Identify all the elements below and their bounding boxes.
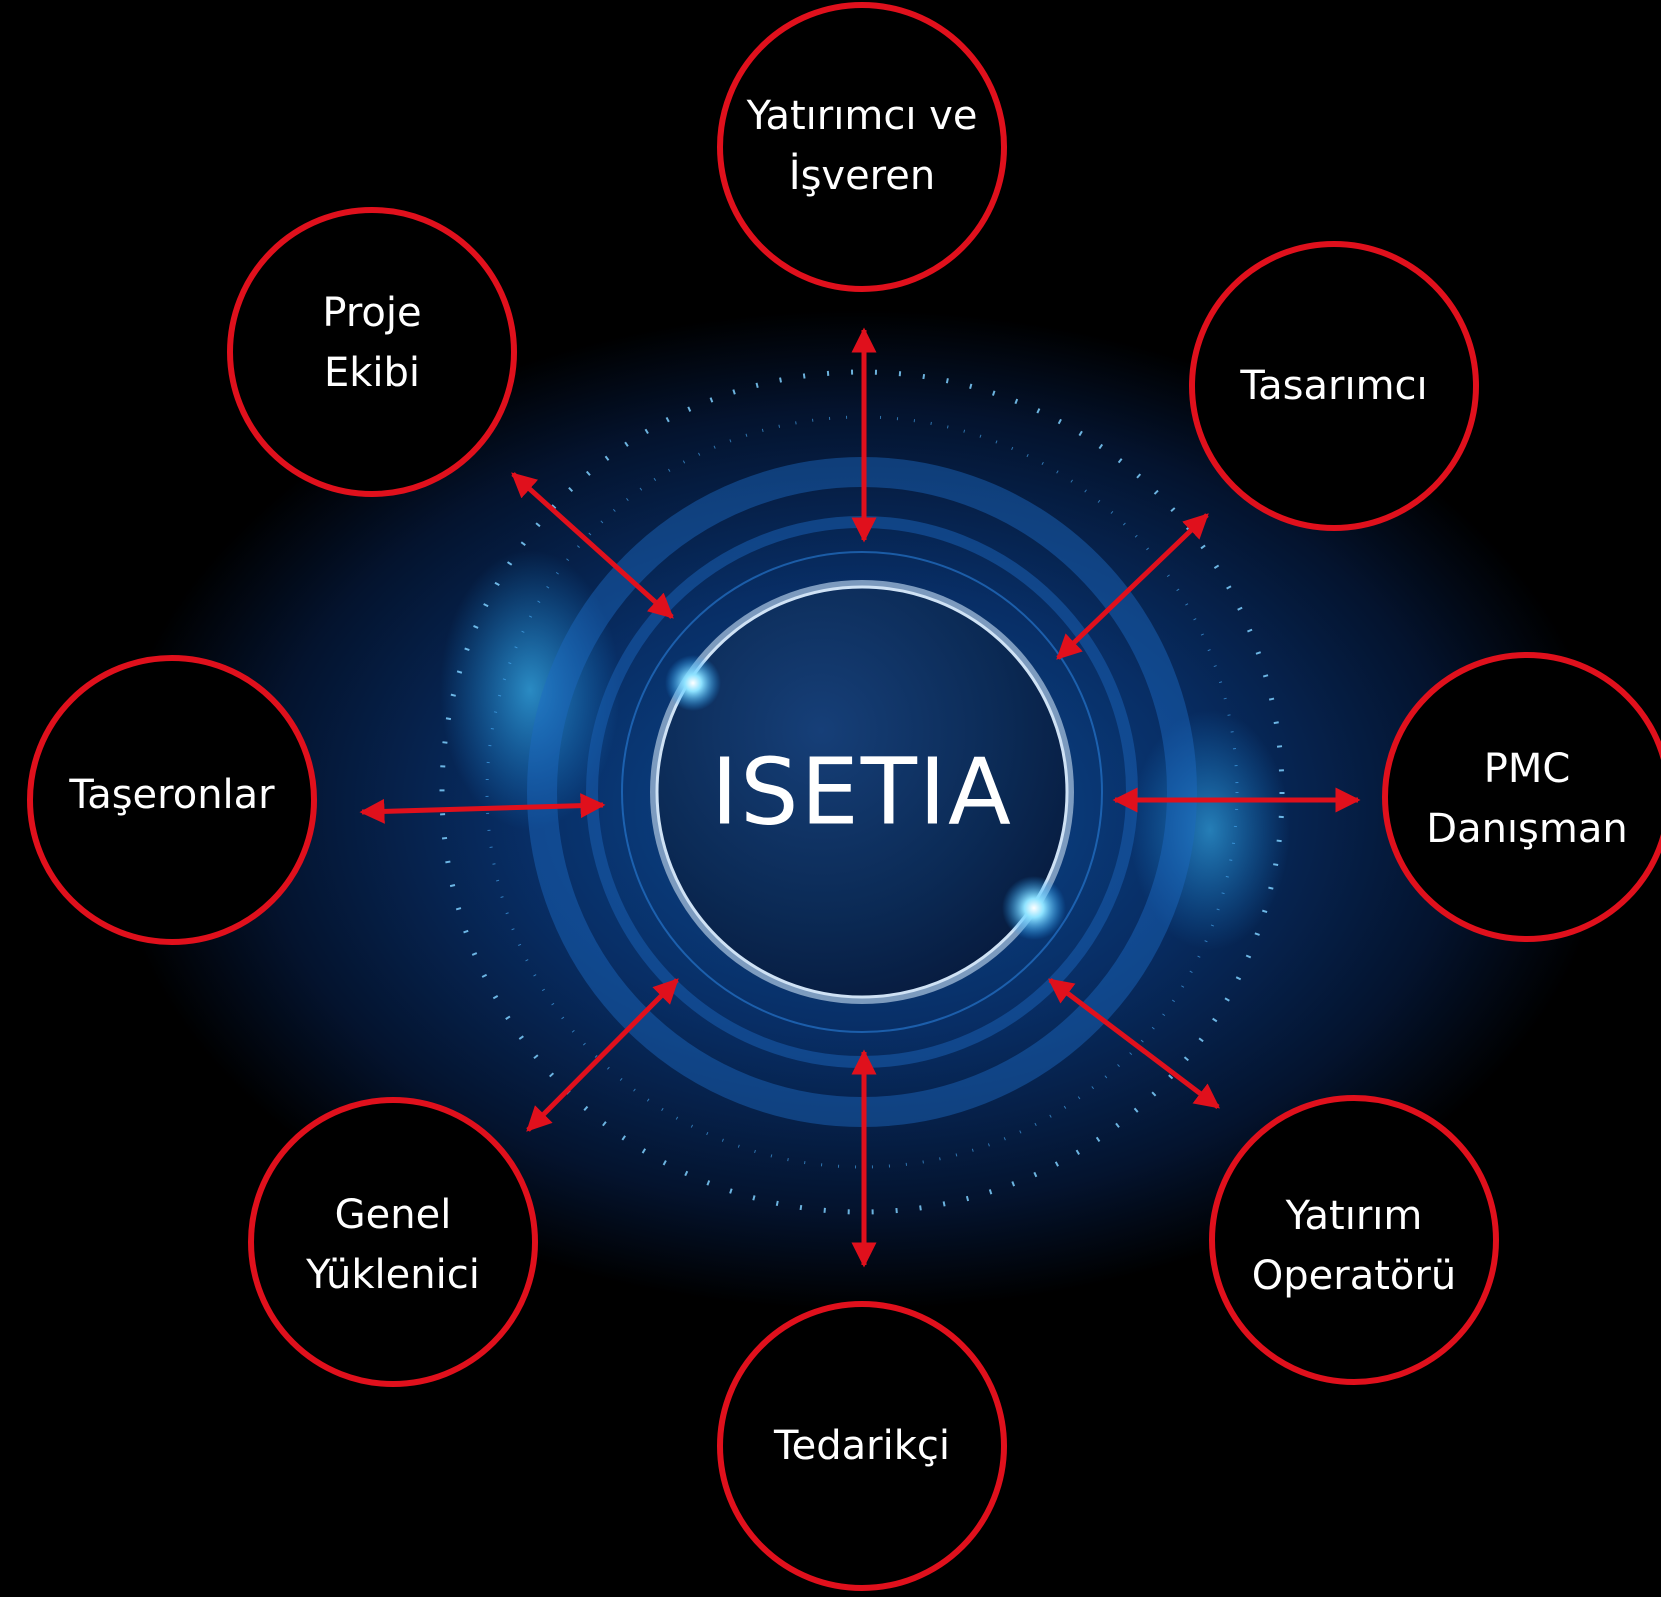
node-label-yatirimci: Yatırımcı ve İşveren xyxy=(746,93,978,199)
node-label-tasarimci: Tasarımcı xyxy=(1240,363,1428,409)
node-label-proje: Proje Ekibi xyxy=(322,290,422,396)
arrow-genel xyxy=(526,978,679,1132)
arrow-tasarimci xyxy=(1056,513,1209,660)
node-ring-tedarikci xyxy=(717,1301,1007,1591)
flare-top-left xyxy=(665,655,721,711)
hub-disc xyxy=(655,585,1069,999)
arrows xyxy=(359,327,1361,1268)
node-label-pmc: PMC Danışman xyxy=(1426,746,1628,852)
node-label-taseron: Taşeronlar xyxy=(69,772,275,818)
tech-ring-3 xyxy=(621,551,1103,1033)
node-rings xyxy=(27,2,1661,1591)
arrow-operator xyxy=(1048,978,1220,1109)
node-ring-genel xyxy=(248,1097,538,1387)
arrow-proje xyxy=(511,472,674,619)
flare-bottom-right xyxy=(1002,876,1066,940)
arrow-taseron xyxy=(359,793,606,824)
node-ring-operator xyxy=(1209,1095,1499,1385)
node-ring-proje xyxy=(227,207,517,497)
node-ring-yatirimci xyxy=(717,2,1007,292)
node-ring-tasarimci xyxy=(1189,241,1479,531)
node-label-genel: Genel Yüklenici xyxy=(306,1192,480,1298)
hub-label: ISETIA xyxy=(711,738,1013,846)
node-ring-taseron xyxy=(27,655,317,945)
node-ring-pmc xyxy=(1382,652,1661,942)
node-label-tedarikci: Tedarikçi xyxy=(774,1423,950,1469)
node-label-operator: Yatırım Operatörü xyxy=(1251,1193,1457,1299)
left-light-glow xyxy=(440,550,620,830)
right-light-glow xyxy=(1130,710,1290,950)
